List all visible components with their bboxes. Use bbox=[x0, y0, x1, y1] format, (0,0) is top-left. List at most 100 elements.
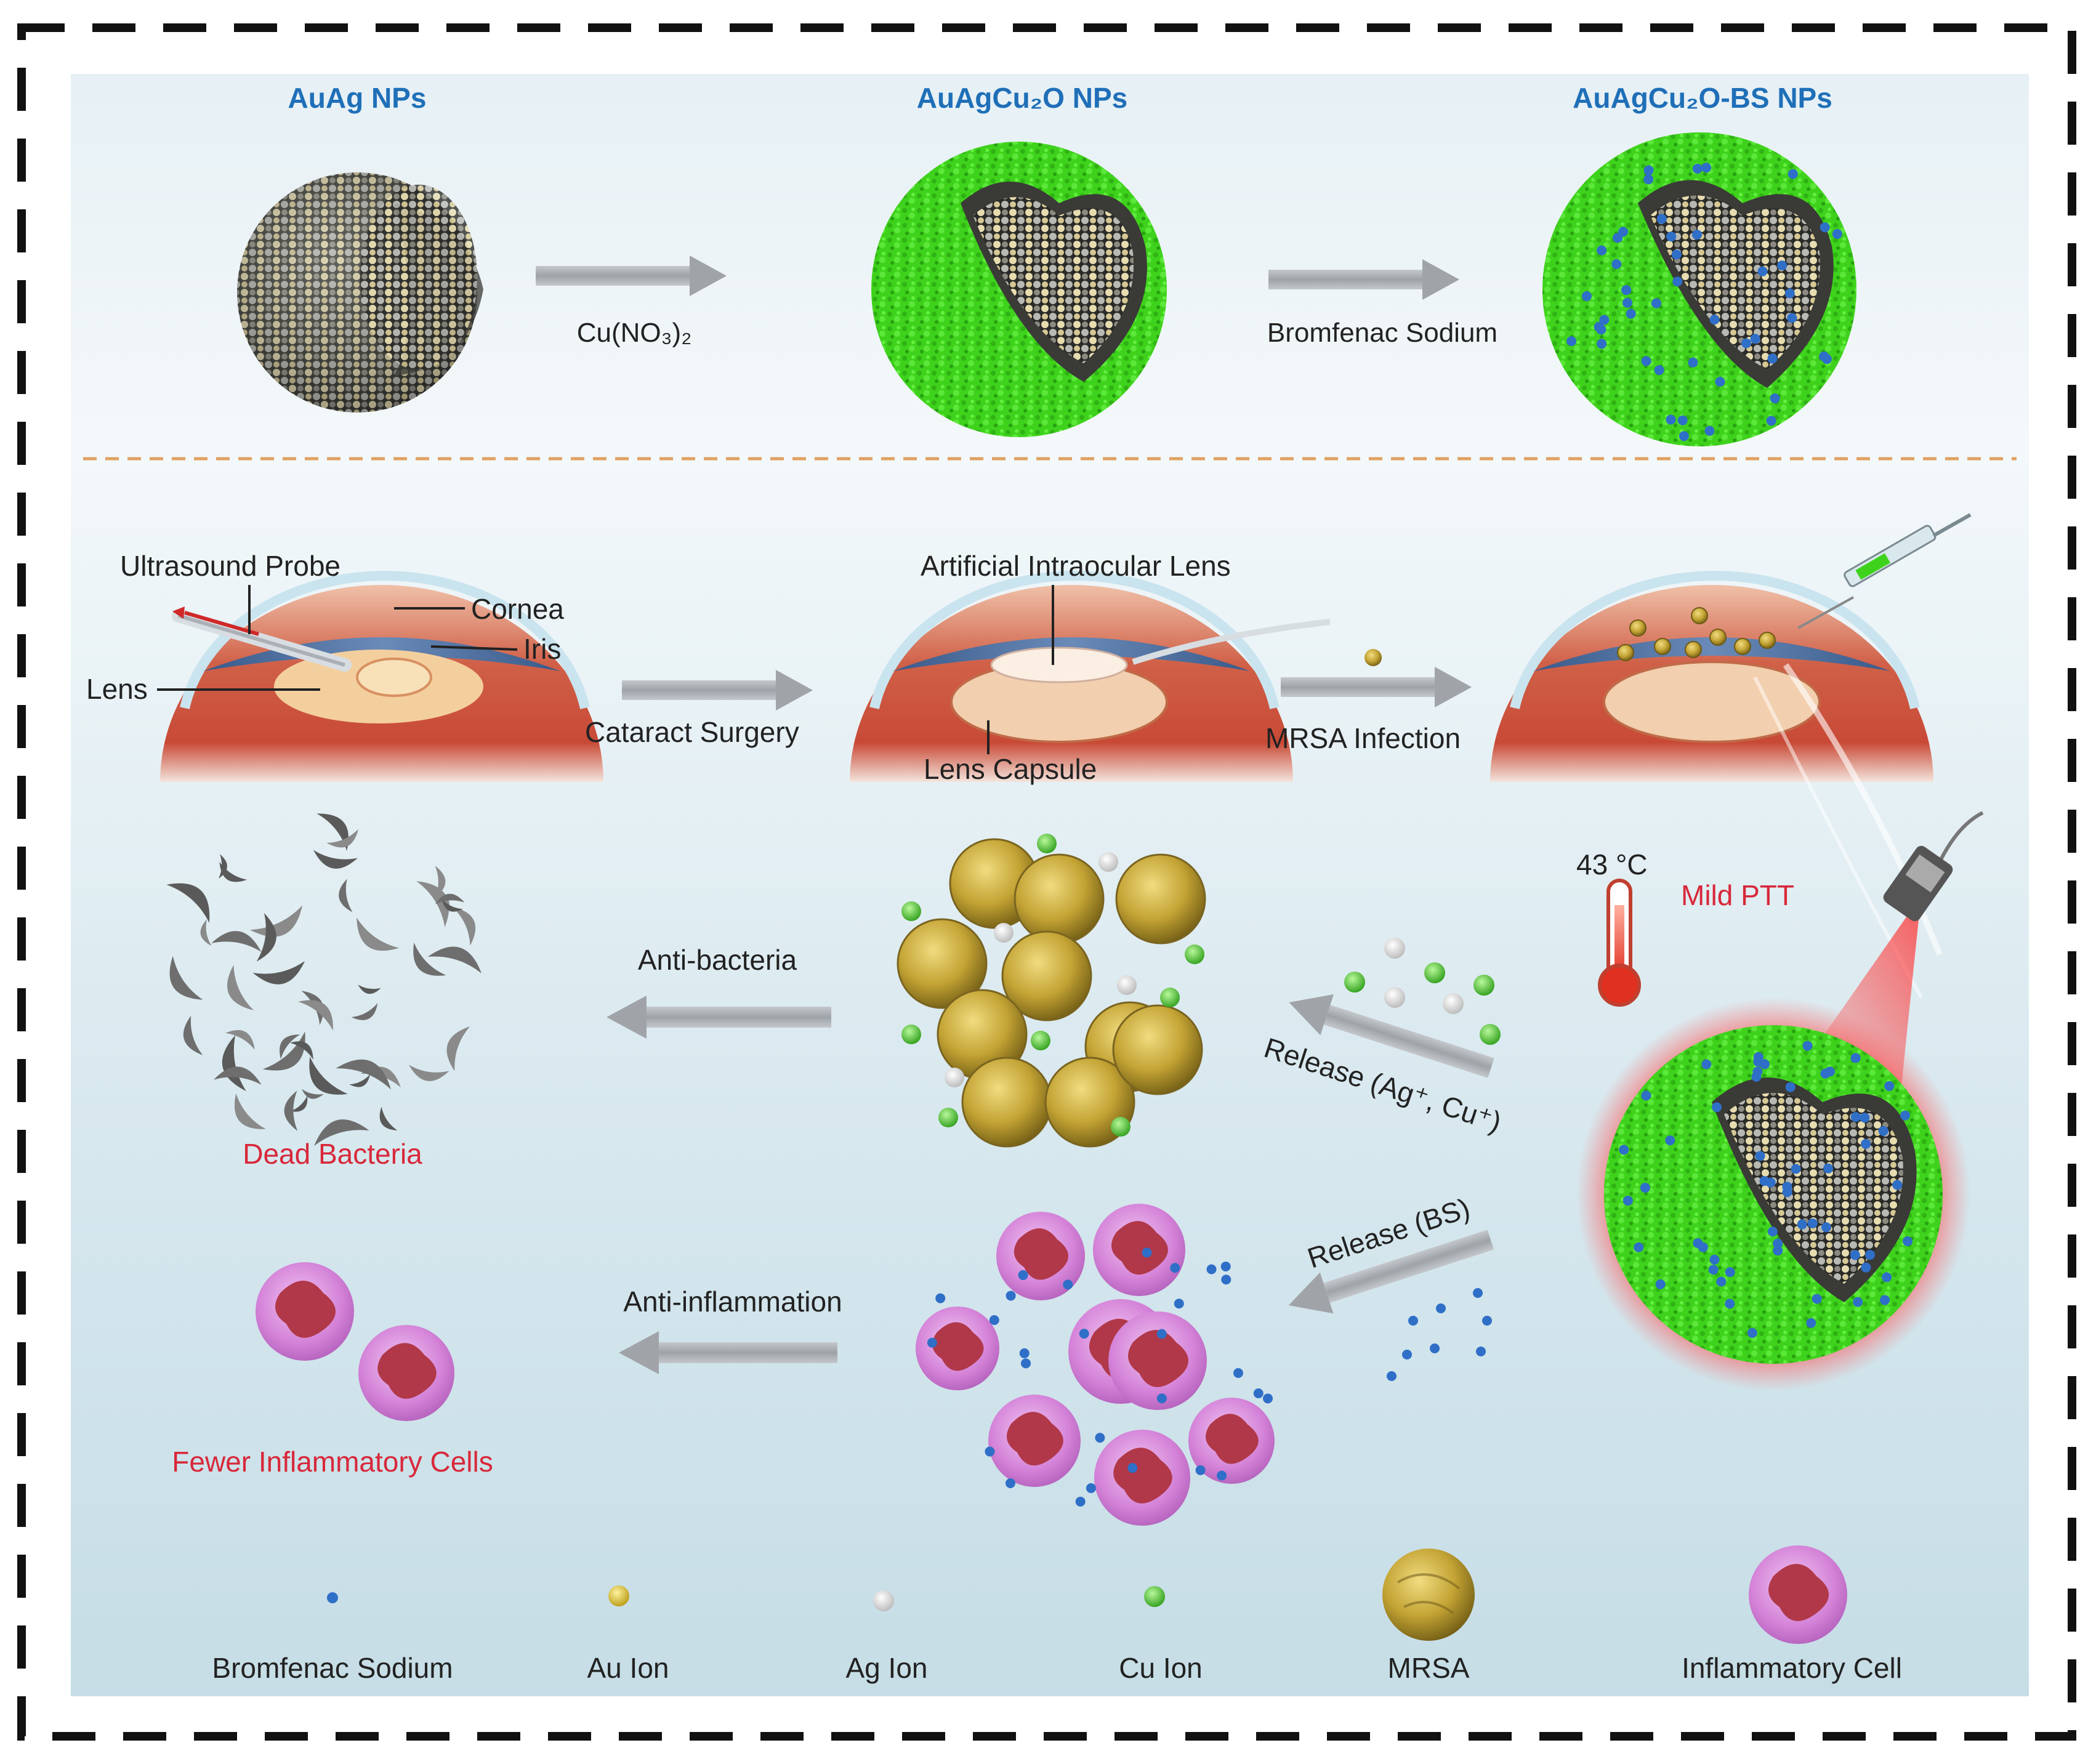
laser-fiber-icon bbox=[1883, 811, 1984, 922]
auag-nanoparticle-icon bbox=[237, 172, 483, 413]
ag-ion bbox=[994, 923, 1014, 943]
bromfenac-dot bbox=[1770, 393, 1780, 404]
anti-bacteria-arrow bbox=[607, 996, 831, 1039]
mrsa-dot bbox=[1709, 629, 1727, 646]
bromfenac-dot bbox=[1641, 356, 1651, 366]
mrsa-dot bbox=[1691, 607, 1708, 624]
bromfenac-dot bbox=[1797, 1219, 1807, 1230]
bacteria-fragment bbox=[336, 1059, 391, 1090]
bromfenac-dot bbox=[1704, 425, 1715, 436]
bromfenac-dot bbox=[935, 1293, 946, 1303]
bacteria-fragment bbox=[169, 956, 203, 1000]
bromfenac-dot bbox=[1174, 1299, 1184, 1309]
bromfenac-dot bbox=[1626, 308, 1636, 319]
bromfenac-dot bbox=[1619, 1145, 1629, 1155]
bromfenac-dot bbox=[1850, 1053, 1861, 1063]
bromfenac-dot bbox=[1019, 1348, 1030, 1358]
cu-ion bbox=[938, 1108, 958, 1127]
bromfenac-dot bbox=[1655, 1279, 1666, 1289]
cu-ion bbox=[1344, 972, 1365, 993]
bromfenac-dot bbox=[1599, 315, 1610, 325]
bromfenac-dot bbox=[1880, 1295, 1890, 1305]
cornea-label: Cornea bbox=[471, 593, 564, 625]
bacteria-fragment bbox=[358, 985, 381, 994]
bromfenac-dot bbox=[1142, 1247, 1152, 1258]
anti-bacteria-label: Anti-bacteria bbox=[638, 944, 797, 976]
bacteria-fragment bbox=[316, 813, 349, 851]
inflammatory-cell bbox=[256, 1262, 354, 1361]
inflammatory-cell bbox=[1094, 1430, 1190, 1526]
infected-eye-icon bbox=[1490, 571, 1943, 999]
bromfenac-dot bbox=[1611, 259, 1622, 269]
bacteria-fragment bbox=[357, 917, 400, 951]
bromfenac-dot bbox=[1716, 1276, 1727, 1287]
bromfenac-dot bbox=[1263, 1393, 1273, 1404]
bacteria-fragment bbox=[314, 1119, 369, 1146]
bromfenac-dot bbox=[1095, 1433, 1105, 1443]
bacteria-fragment bbox=[225, 1030, 255, 1050]
bromfenac-dot bbox=[1079, 1329, 1089, 1339]
fewer-inflammatory-cells-label: Fewer Inflammatory Cells bbox=[172, 1446, 493, 1478]
bromfenac-dot bbox=[1206, 1264, 1217, 1275]
cu-ion bbox=[901, 901, 921, 921]
temperature-label: 43 °C bbox=[1576, 848, 1648, 880]
bacteria-fragment bbox=[219, 861, 248, 882]
bromfenac-dot bbox=[1755, 1151, 1765, 1161]
bromfenac-dot bbox=[1482, 1316, 1492, 1326]
dashed-frame bbox=[17, 23, 2076, 1741]
cataract-surgery-label: Cataract Surgery bbox=[585, 716, 799, 748]
bromfenac-dot bbox=[1725, 1299, 1735, 1309]
bromfenac-dot bbox=[1156, 1393, 1167, 1404]
ag-ion bbox=[1384, 938, 1405, 959]
bromfenac-dot bbox=[1787, 313, 1797, 323]
bromfenac-dot bbox=[1853, 1297, 1863, 1307]
bromfenac-dot bbox=[1882, 1272, 1892, 1283]
lens-capsule-label: Lens Capsule bbox=[924, 753, 1097, 785]
anti-inflammation-label: Anti-inflammation bbox=[623, 1286, 842, 1318]
bromfenac-dot bbox=[1708, 1265, 1719, 1275]
bromfenac-sodium-dot-icon bbox=[327, 1592, 338, 1603]
syringe-icon bbox=[1797, 513, 1972, 629]
mrsa-cell bbox=[1112, 1004, 1203, 1095]
bromfenac-dot bbox=[1671, 249, 1682, 260]
iris-pointer-line bbox=[430, 645, 518, 651]
synthesis-arrow-2 bbox=[1268, 259, 1459, 300]
bromfenac-dot bbox=[1665, 1135, 1675, 1146]
bromfenac-dot bbox=[1865, 1250, 1876, 1260]
bromfenac-dot bbox=[1767, 353, 1778, 364]
bacteria-fragment bbox=[227, 965, 254, 1010]
bacteria-fragment bbox=[413, 942, 446, 976]
bromfenac-dot bbox=[1430, 1343, 1440, 1353]
bromfenac-dot bbox=[1750, 334, 1760, 344]
bromfenac-dot bbox=[989, 1315, 999, 1325]
bromfenac-dot bbox=[1021, 1358, 1031, 1369]
mrsa-dot bbox=[1629, 619, 1647, 637]
bacteria-fragment bbox=[427, 946, 482, 974]
bromfenac-dot bbox=[1596, 324, 1606, 335]
bacteria-fragment bbox=[452, 906, 476, 946]
cataract-surgery-arrow bbox=[622, 670, 813, 711]
mrsa-infection-label: MRSA Infection bbox=[1265, 722, 1461, 754]
fewer-cells-group bbox=[256, 1262, 454, 1421]
mrsa-cell bbox=[1115, 853, 1206, 944]
auag-title: AuAg NPs bbox=[288, 82, 427, 114]
cu-nitrate-label: Cu(NO₃)₂ bbox=[577, 318, 692, 348]
bacteria-fragment bbox=[214, 1066, 262, 1085]
eye-before-surgery-icon bbox=[160, 571, 603, 782]
mrsa-dot bbox=[1685, 641, 1702, 658]
inflammatory-cell bbox=[988, 1395, 1081, 1487]
inflammatory-cell bbox=[358, 1325, 454, 1421]
lens-label: Lens bbox=[86, 673, 148, 705]
ag-ion bbox=[1098, 852, 1118, 872]
mrsa-cell bbox=[897, 918, 988, 1009]
bromfenac-dot bbox=[1900, 1110, 1911, 1121]
bromfenac-dot bbox=[1581, 291, 1592, 302]
bromfenac-dot bbox=[1767, 1226, 1778, 1237]
bromfenac-dot bbox=[1666, 232, 1677, 242]
bromfenac-dot bbox=[1820, 222, 1830, 233]
bromfenac-dot bbox=[1692, 230, 1703, 240]
bromfenac-dot bbox=[1832, 228, 1842, 239]
au-ion-icon bbox=[608, 1585, 629, 1606]
bacteria-fragment bbox=[280, 1034, 300, 1060]
bromfenac-dot bbox=[1715, 377, 1725, 387]
